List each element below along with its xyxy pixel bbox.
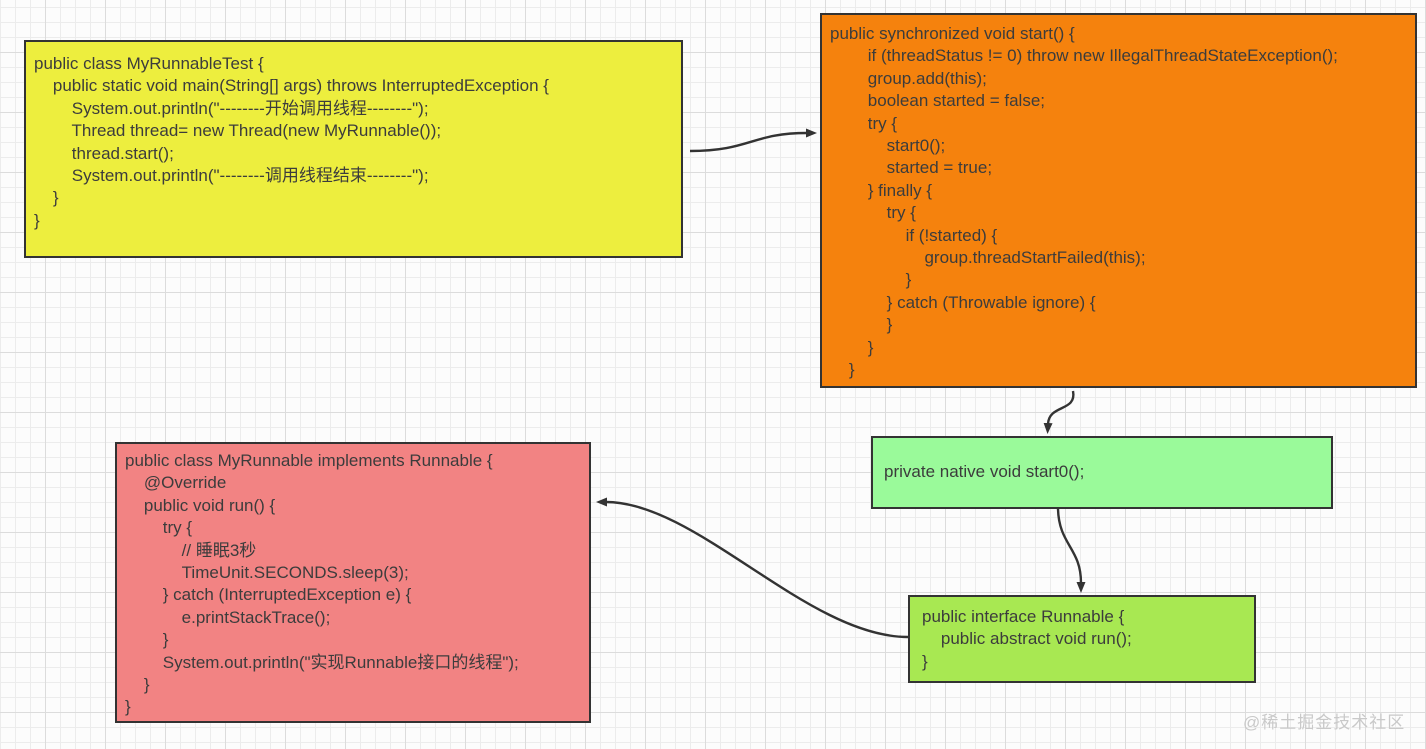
code-line-start0: private native void start0(); [884, 462, 1085, 482]
code-box-thread-start: public synchronized void start() { if (t… [820, 13, 1417, 388]
code-box-myrunnabletest: public class MyRunnableTest { public sta… [24, 40, 683, 258]
arrow-runnable-to-myrunnable [596, 497, 909, 639]
watermark-text: @稀土掘金技术社区 [1243, 713, 1406, 732]
code-box-myrunnable-impl: public class MyRunnable implements Runna… [115, 442, 591, 723]
arrow-main-to-start [689, 128, 817, 153]
code-box-runnable-interface: public interface Runnable { public abstr… [908, 595, 1256, 683]
arrow-start-to-start0 [1043, 390, 1075, 434]
arrow-start0-to-runnable [1056, 508, 1086, 593]
code-box-start0-native: private native void start0(); [871, 436, 1333, 509]
